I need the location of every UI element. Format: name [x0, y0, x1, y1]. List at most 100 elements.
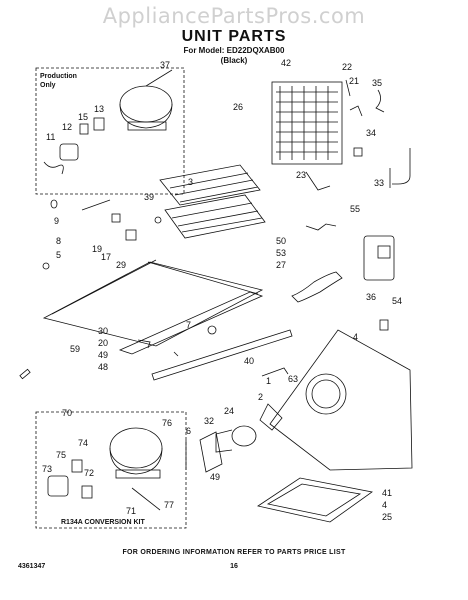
- plug-17[interactable]: [125, 229, 137, 241]
- page-number: 16: [230, 563, 238, 570]
- overload-72[interactable]: [81, 485, 93, 499]
- callout-59: 59: [70, 344, 80, 354]
- drier-27[interactable]: [291, 271, 343, 303]
- relay-75[interactable]: [71, 459, 83, 473]
- callout-55: 55: [350, 204, 360, 214]
- callout-75: 75: [56, 450, 66, 460]
- callout-7: 7: [186, 320, 191, 330]
- callout-37: 37: [160, 60, 170, 70]
- screw-49[interactable]: [173, 351, 179, 357]
- clip-34[interactable]: [353, 147, 363, 157]
- callout-numbers: 37 42 22 26 21 35 15 13 12 11 34 3 39 23…: [42, 58, 402, 522]
- callout-15: 15: [78, 112, 88, 122]
- callout-22: 22: [342, 62, 352, 72]
- conversion-kit-inset: [35, 411, 187, 529]
- screw-8[interactable]: [81, 199, 111, 211]
- callout-19: 19: [92, 244, 102, 254]
- callout-26: 26: [233, 102, 243, 112]
- harness-36[interactable]: [363, 235, 395, 281]
- callout-41: 41: [382, 488, 392, 498]
- callout-35: 35: [372, 78, 382, 88]
- callout-29: 29: [116, 260, 126, 270]
- callout-40: 40: [244, 356, 254, 366]
- fan-blade-2[interactable]: [259, 403, 283, 431]
- callout-53: 53: [276, 248, 286, 258]
- callout-8: 8: [56, 236, 61, 246]
- tube-22[interactable]: [345, 79, 351, 97]
- callout-17: 17: [101, 252, 111, 262]
- callout-77: 77: [164, 500, 174, 510]
- callout-42: 42: [281, 58, 291, 68]
- callout-76: 76: [162, 418, 172, 428]
- grommet-9[interactable]: [50, 199, 58, 209]
- clip-20[interactable]: [137, 339, 151, 349]
- relay-15[interactable]: [79, 123, 89, 135]
- callout-4-bottom: 4: [382, 500, 387, 510]
- drain-pan-25[interactable]: [256, 477, 373, 523]
- bracket-40[interactable]: [261, 367, 289, 377]
- callout-50: 50: [276, 236, 286, 246]
- callout-4-top: 4: [353, 332, 358, 342]
- evaporator[interactable]: [271, 81, 343, 165]
- production-only-inset: [35, 67, 185, 195]
- watermark: AppliancePartsPros.com: [102, 4, 366, 28]
- defrost-heater-23[interactable]: [305, 171, 331, 191]
- callout-71: 71: [126, 506, 136, 516]
- grommet-5[interactable]: [42, 262, 50, 270]
- cover-12[interactable]: [59, 143, 79, 161]
- screw-54[interactable]: [379, 319, 389, 331]
- callout-49-bottom: 49: [210, 472, 220, 482]
- condenser-coil[interactable]: [159, 164, 266, 239]
- drier-71[interactable]: [131, 487, 161, 511]
- callout-32: 32: [204, 416, 214, 426]
- callout-9: 9: [54, 216, 59, 226]
- compressor-conversion[interactable]: [109, 427, 163, 479]
- callout-25: 25: [382, 512, 392, 522]
- callout-13: 13: [94, 104, 104, 114]
- callout-70: 70: [62, 408, 72, 418]
- bracket-32[interactable]: [199, 431, 223, 473]
- model-variant: (Black): [220, 56, 248, 65]
- callout-73: 73: [42, 464, 52, 474]
- callout-54: 54: [392, 296, 402, 306]
- bracket-19[interactable]: [111, 213, 121, 223]
- callout-36: 36: [366, 292, 376, 302]
- callout-5: 5: [56, 250, 61, 260]
- fan-shroud[interactable]: [269, 329, 413, 471]
- callout-30: 30: [98, 326, 108, 336]
- sensor-33[interactable]: [389, 148, 411, 188]
- conversion-kit-label: R134A CONVERSION KIT: [61, 519, 145, 526]
- production-only-line2: Only: [40, 82, 56, 89]
- callout-3: 3: [188, 177, 193, 187]
- base-frame[interactable]: [42, 259, 264, 355]
- callout-2: 2: [258, 392, 263, 402]
- callout-21: 21: [349, 76, 359, 86]
- pin-59[interactable]: [19, 368, 31, 380]
- callout-24: 24: [224, 406, 234, 416]
- fan-motor-24[interactable]: [215, 425, 257, 453]
- rail-48[interactable]: [151, 329, 293, 381]
- callout-27: 27: [276, 260, 286, 270]
- bracket-55[interactable]: [305, 223, 337, 231]
- harness-35[interactable]: [375, 89, 385, 113]
- production-only-line1: Production: [40, 73, 77, 80]
- callout-49-top: 49: [98, 350, 108, 360]
- grommet-39[interactable]: [154, 216, 162, 224]
- callout-48: 48: [98, 362, 108, 372]
- callout-33: 33: [374, 178, 384, 188]
- production-only-label: Production Only: [40, 72, 77, 90]
- callout-23: 23: [296, 170, 306, 180]
- overload-relay-13[interactable]: [93, 117, 105, 131]
- callout-63: 63: [288, 374, 298, 384]
- wire-11[interactable]: [43, 161, 64, 175]
- callout-39: 39: [144, 192, 154, 202]
- callout-74: 74: [78, 438, 88, 448]
- callout-12: 12: [62, 122, 72, 132]
- callout-1: 1: [266, 376, 271, 386]
- compressor-production[interactable]: [119, 69, 173, 131]
- spring-7[interactable]: [207, 325, 217, 335]
- callout-20: 20: [98, 338, 108, 348]
- cover-73[interactable]: [47, 475, 69, 497]
- thermostat-21[interactable]: [349, 105, 363, 117]
